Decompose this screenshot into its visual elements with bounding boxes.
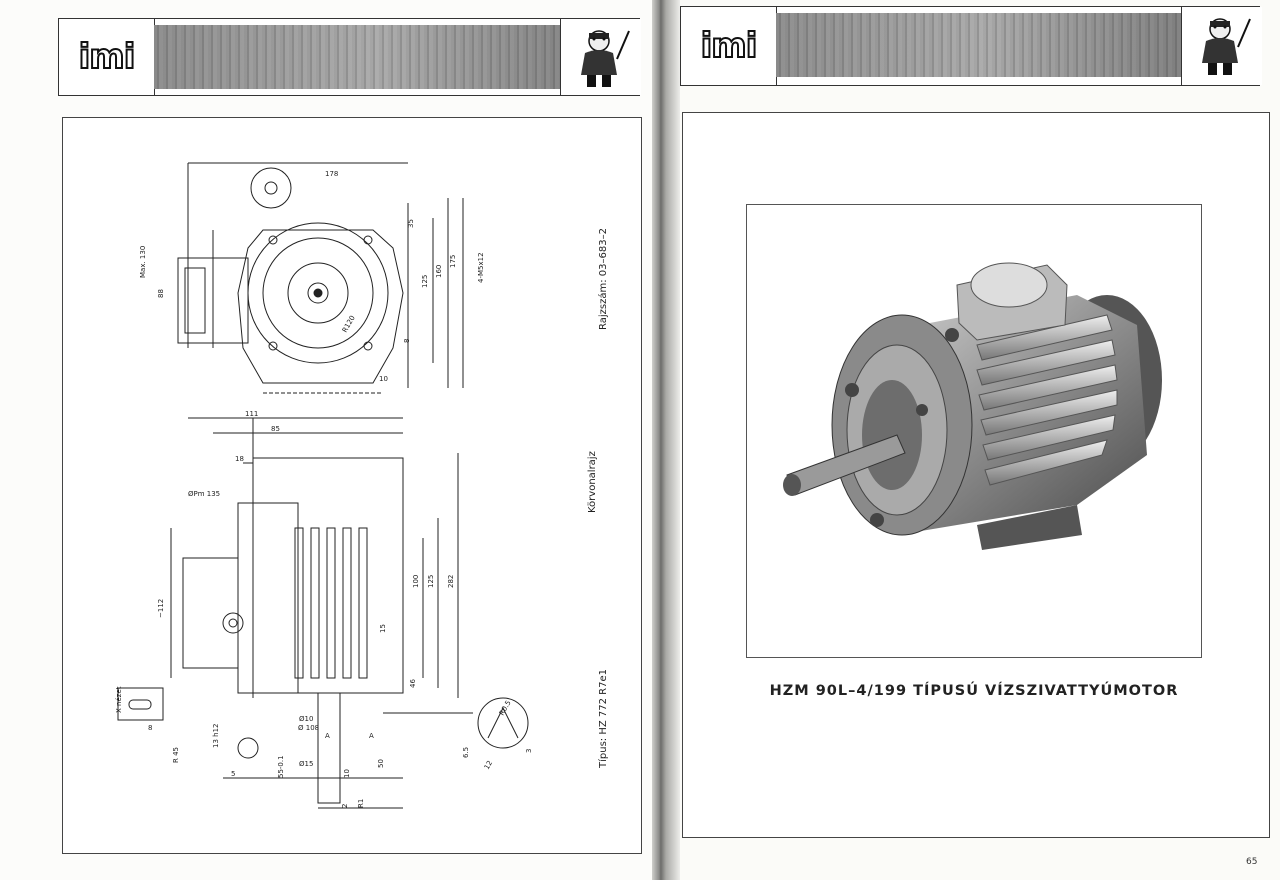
svg-text:Max. 130: Max. 130 [139, 246, 147, 278]
svg-text:125: 125 [421, 275, 429, 288]
svg-text:18: 18 [235, 455, 244, 463]
mascot-icon-right [1181, 7, 1262, 85]
svg-text:35: 35 [407, 219, 415, 228]
right-header: imi [680, 6, 1262, 86]
svg-text:55-0.1: 55-0.1 [277, 755, 285, 778]
svg-text:X nézet: X nézet [115, 686, 123, 713]
svg-text:Ø10: Ø10 [299, 715, 313, 723]
svg-text:6.5: 6.5 [462, 747, 470, 758]
svg-text:ØPm 135: ØPm 135 [188, 490, 220, 498]
svg-text:10: 10 [343, 769, 351, 778]
left-page: imi [58, 18, 642, 854]
svg-text:15: 15 [379, 624, 387, 633]
svg-text:111: 111 [245, 410, 258, 418]
svg-text:R120: R120 [341, 314, 357, 334]
svg-text:10: 10 [379, 375, 388, 383]
motor-caption: HZM 90L–4/199 TÍPUSÚ VÍZSZIVATTYÚMOTOR [769, 683, 1179, 699]
svg-text:12: 12 [483, 759, 494, 771]
svg-text:85: 85 [271, 425, 280, 433]
svg-text:A: A [369, 732, 374, 740]
svg-text:5: 5 [231, 770, 235, 778]
view-name: Körvonalrajz [587, 451, 598, 513]
svg-text:100: 100 [412, 575, 420, 588]
mascot-icon [560, 19, 641, 95]
svg-text:88: 88 [157, 289, 165, 298]
technical-drawing: 178 Max. 130 88 35 160 175 125 4-M5x12 8… [115, 162, 533, 809]
svg-text:A: A [325, 732, 330, 740]
svg-text:R1: R1 [357, 799, 365, 808]
svg-text:175: 175 [449, 255, 457, 268]
type-label: Típus: HZ 772 R7e1 [598, 669, 609, 768]
svg-text:4-M5x12: 4-M5x12 [477, 252, 485, 283]
svg-text:46: 46 [409, 679, 417, 688]
motor-photo [783, 262, 1162, 550]
imi-logo: imi [59, 19, 155, 95]
header-band [154, 25, 599, 89]
svg-text:2: 2 [341, 804, 349, 808]
imi-logo-right: imi [681, 7, 777, 85]
svg-text:3: 3 [525, 749, 533, 753]
svg-text:Ø15: Ø15 [299, 760, 313, 768]
svg-text:8: 8 [148, 724, 152, 732]
drawing-number: Rajzszám: 03–683–2 [598, 228, 609, 330]
svg-text:13 h12: 13 h12 [212, 724, 220, 748]
svg-text:50: 50 [377, 759, 385, 768]
header-band-right [776, 13, 1191, 77]
svg-text:~112: ~112 [157, 599, 165, 618]
svg-text:125: 125 [427, 575, 435, 588]
svg-text:160: 160 [435, 265, 443, 278]
svg-text:Ø 108: Ø 108 [298, 724, 319, 732]
svg-text:178: 178 [325, 170, 338, 178]
page-number: 65 [1246, 857, 1258, 867]
svg-text:8: 8 [403, 339, 411, 343]
svg-text:282: 282 [447, 575, 455, 588]
svg-text:R0.5: R0.5 [498, 699, 513, 717]
left-header: imi [58, 18, 641, 96]
drawing-frame: 178 Max. 130 88 35 160 175 125 4-M5x12 8… [62, 117, 642, 854]
motor-photo-frame [746, 204, 1202, 658]
svg-text:R 45: R 45 [172, 747, 180, 763]
